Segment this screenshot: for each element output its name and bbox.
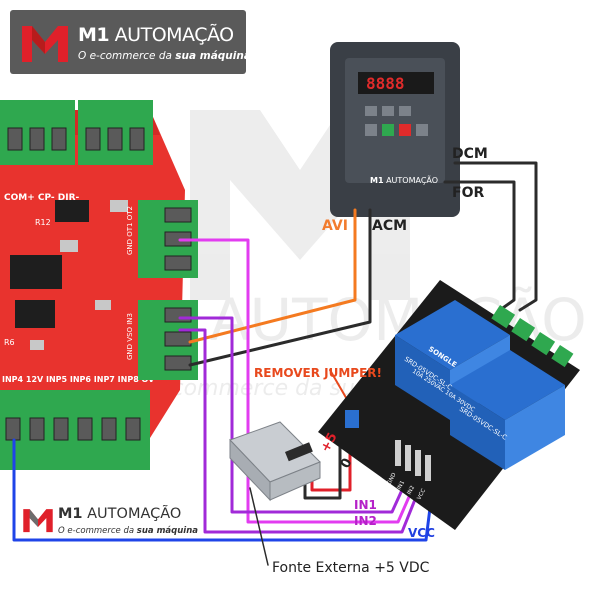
label-for: FOR bbox=[452, 185, 485, 201]
pin-label-in1: IN1 bbox=[396, 480, 406, 491]
label-fonte-externa: Fonte Externa +5 VDC bbox=[272, 560, 430, 576]
vfd-brand: M1 AUTOMAÇÃO bbox=[370, 175, 438, 185]
wire-zero bbox=[303, 438, 342, 500]
smd-part bbox=[95, 300, 111, 310]
smd-part bbox=[110, 200, 128, 212]
vfd-inverter: 8888 M1 AUTOMAÇÃO bbox=[330, 42, 460, 217]
wire-vcc bbox=[12, 438, 434, 542]
board-silk-r6: R6 bbox=[4, 338, 15, 347]
wire-dcm bbox=[453, 161, 538, 312]
relay-module: SRD-05VDC-SL-C SRD-05VDC-SL-C 10A 250VAC… bbox=[318, 280, 580, 530]
smd-part bbox=[60, 240, 78, 252]
board-silk-inputs: GND VSO IN3 bbox=[126, 313, 134, 360]
logo-small-brand-name: M1 AUTOMAÇÃO bbox=[58, 506, 182, 522]
label-remover-jumper: REMOVER JUMPER! bbox=[254, 366, 383, 380]
wire-in1 bbox=[178, 316, 404, 514]
ic-chip bbox=[10, 255, 62, 289]
label-avi: AVI bbox=[322, 218, 348, 234]
power-supply bbox=[229, 421, 321, 502]
relay-terminal bbox=[491, 305, 516, 329]
board-silk-inp: INP4 12V INP5 INP6 INP7 INP8 OV bbox=[2, 375, 155, 384]
label-dcm: DCM bbox=[452, 146, 488, 162]
wire-for bbox=[443, 180, 516, 312]
m1-logo-icon bbox=[22, 26, 68, 62]
board-silk-outputs: GND OT1 OT2 bbox=[126, 206, 134, 255]
label-acm: ACM bbox=[372, 218, 408, 234]
relay-terminal bbox=[551, 345, 574, 368]
wire-in2 bbox=[178, 238, 414, 524]
leader-fonte bbox=[249, 487, 269, 566]
header-pin bbox=[415, 450, 421, 476]
vfd-display: 8888 bbox=[366, 74, 405, 93]
label-vcc: VCC bbox=[408, 526, 435, 540]
logo-brand-name: M1 AUTOMAÇÃO bbox=[78, 24, 234, 46]
board-silk-r12: R12 bbox=[35, 218, 51, 227]
ic-chip bbox=[55, 200, 89, 222]
header-pin bbox=[405, 445, 411, 471]
pin-label-in2: IN2 bbox=[406, 485, 416, 496]
header-pin bbox=[395, 440, 401, 466]
terminal-block-inputs bbox=[138, 300, 198, 380]
logo-tagline: O e-commerce da sua máquina bbox=[78, 50, 251, 62]
relay-2 bbox=[450, 385, 505, 470]
relay-terminal bbox=[531, 331, 556, 356]
board-silk-com: COM+ CP- DIR- bbox=[4, 193, 80, 203]
relay-terminal bbox=[511, 317, 536, 342]
pin-label-gnd: GND bbox=[386, 472, 397, 486]
smd-part bbox=[30, 340, 44, 350]
pin-label-vcc: VCC bbox=[416, 488, 427, 501]
m1-logo-small-icon bbox=[23, 509, 53, 533]
terminal-block-top bbox=[0, 100, 153, 165]
wire-acm bbox=[188, 208, 372, 367]
wire-in-common bbox=[178, 328, 420, 534]
wire-avi bbox=[188, 208, 357, 344]
label-in2: IN2 bbox=[354, 514, 377, 528]
relay-1 bbox=[395, 335, 450, 420]
label-in1: IN1 bbox=[354, 498, 377, 512]
terminal-block-bottom bbox=[0, 390, 150, 470]
psu-terminal bbox=[285, 442, 313, 462]
wires bbox=[12, 161, 538, 566]
ic-chip bbox=[15, 300, 55, 328]
header-pin bbox=[425, 455, 431, 481]
breakout-board: COM+ CP- DIR- R12 R6 INP4 12V INP5 INP6 … bbox=[0, 100, 198, 470]
brand-logo-small: M1 AUTOMAÇÃO O e-commerce da sua máquina bbox=[22, 502, 202, 542]
brand-logo: M1 AUTOMAÇÃO O e-commerce da sua máquina bbox=[10, 10, 251, 74]
logo-small-tagline: O e-commerce da sua máquina bbox=[58, 526, 199, 536]
wire-plus5 bbox=[310, 438, 352, 492]
jumper bbox=[345, 410, 359, 428]
